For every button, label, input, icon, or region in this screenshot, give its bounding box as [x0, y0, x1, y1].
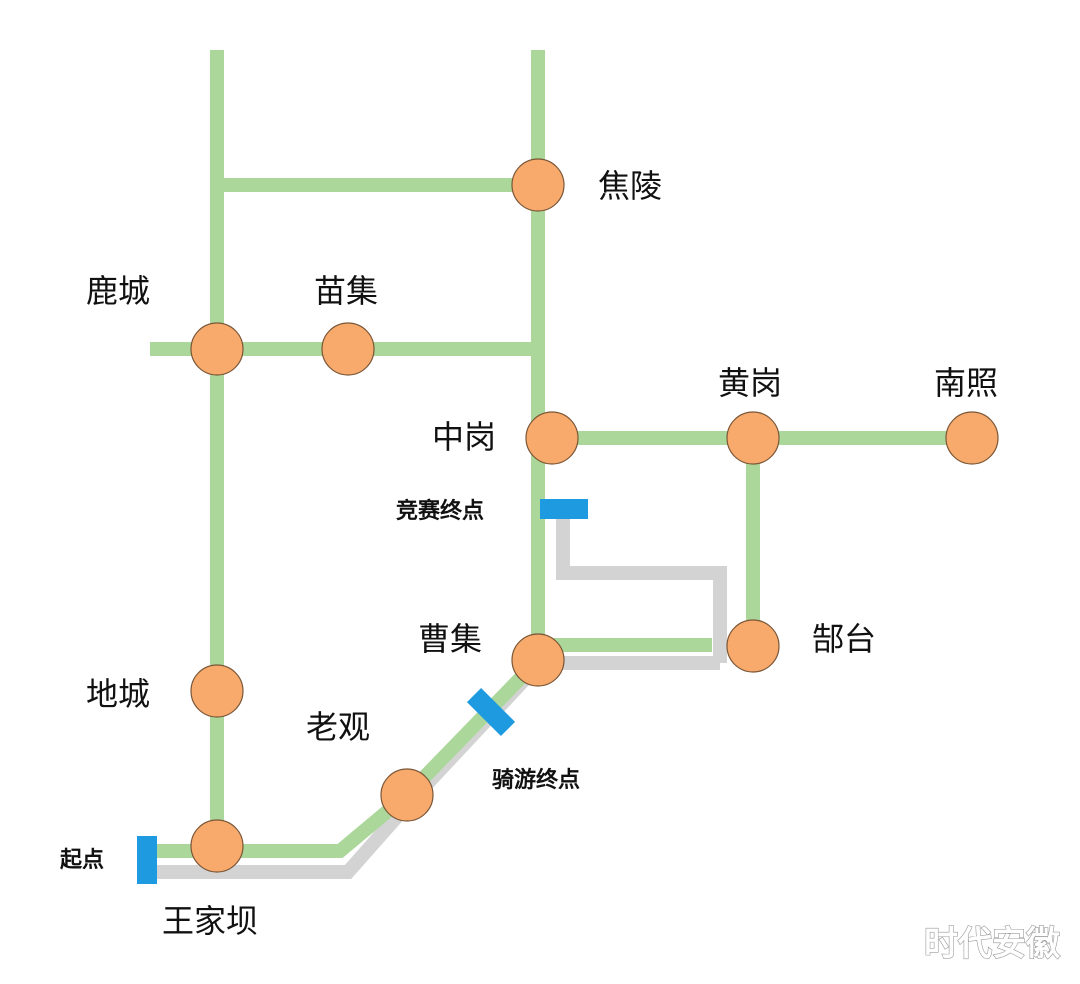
town-label-wangjiaba: 王家坝	[162, 902, 258, 940]
town-miaoji-node	[321, 322, 375, 376]
race-end-marker	[540, 499, 588, 519]
town-caoji-node	[511, 633, 565, 687]
race-end-label: 竞赛终点	[396, 498, 484, 524]
start-label: 起点	[59, 847, 104, 873]
route-markers	[137, 499, 588, 884]
town-huanggang-node	[726, 411, 780, 465]
town-gaotai-node	[726, 619, 780, 673]
town-label-laoguan: 老观	[306, 708, 370, 746]
town-wangjiaba-node	[190, 819, 244, 873]
ride-end-label: 骑游终点	[492, 767, 580, 793]
town-jiaoling-node	[511, 158, 565, 212]
town-label-caoji: 曹集	[418, 620, 482, 658]
town-label-jiaoling: 焦陵	[598, 167, 662, 205]
town-label-miaoji: 苗集	[314, 272, 378, 310]
town-label-nanzhao: 南照	[934, 364, 998, 402]
town-label-huanggang: 黄岗	[718, 364, 782, 402]
town-label-gaotai: 郜台	[812, 620, 876, 658]
town-nodes	[190, 158, 999, 873]
town-lucheng-node	[190, 322, 244, 376]
town-laoguan-node	[380, 768, 434, 822]
marker-labels: 起点 竞赛终点 骑游终点	[59, 498, 580, 873]
town-label-lucheng: 鹿城	[86, 272, 150, 310]
town-dicheng-node	[190, 664, 244, 718]
watermark: 时代安徽	[924, 924, 1061, 964]
route-upper-path	[556, 512, 727, 663]
town-label-zhonggang: 中岗	[432, 418, 496, 456]
road-southwest	[152, 655, 544, 858]
start-marker	[137, 836, 157, 884]
town-labels: 焦陵 鹿城 苗集 中岗 黄岗 南照 曹集 郜台 地城 老观 王家坝	[86, 167, 998, 940]
town-label-dicheng: 地城	[86, 675, 150, 713]
town-nanzhao-node	[945, 411, 999, 465]
town-zhonggang-node	[525, 411, 579, 465]
ride-end-marker	[466, 687, 516, 737]
